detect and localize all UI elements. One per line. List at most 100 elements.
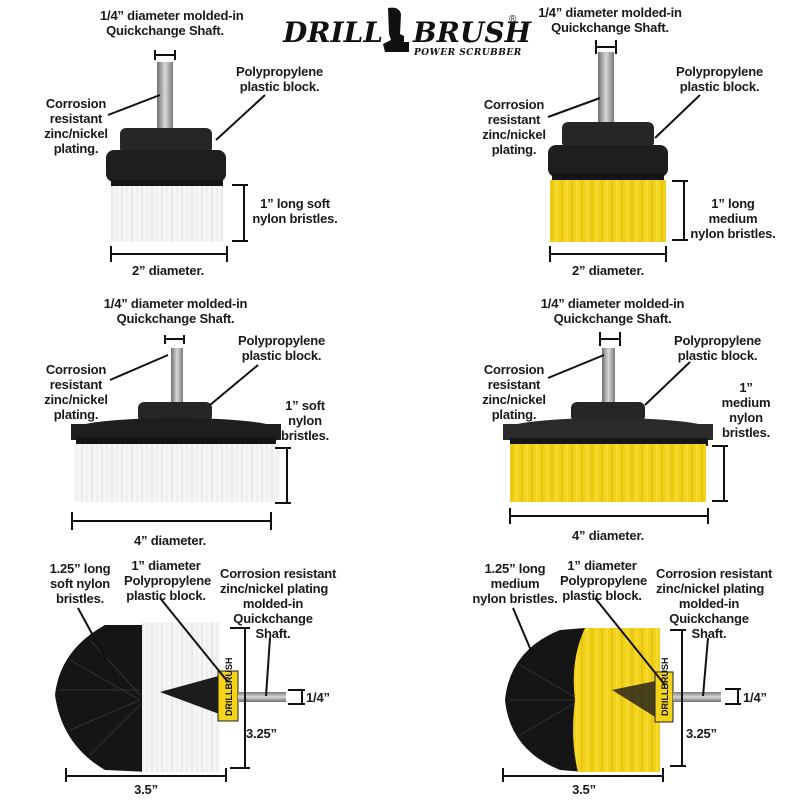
shaft-label: 1/4” diameter molded-in Quickchange Shaf…	[535, 5, 685, 35]
registered-mark: ®	[509, 14, 517, 25]
label-line: nylon	[729, 410, 763, 425]
label-line: resistant	[487, 112, 541, 127]
shaft-size-label: 1/4”	[743, 690, 767, 705]
label-line: Shaft.	[691, 626, 727, 641]
collar-text: DRILLBRUSH	[224, 658, 234, 717]
label-line: Quickchange Shaft.	[106, 23, 224, 38]
label-line: plastic block.	[239, 79, 320, 94]
shaft-label: 1/4” diameter molded-in Quickchange Shaf…	[98, 296, 253, 326]
label-line: Polypropylene	[560, 573, 647, 588]
label-line: Quickchange Shaft.	[553, 311, 672, 326]
label-line: plastic block.	[679, 79, 760, 94]
diameter-label: 2” diameter.	[571, 263, 645, 278]
label-line: soft nylon	[49, 576, 111, 591]
label-line: 1/4” diameter molded-in	[100, 8, 244, 23]
plating-label: Corrosion resistant zinc/nickel plating.	[478, 362, 550, 422]
plating-label: Corrosion resistant zinc/nickel plating.	[40, 362, 112, 422]
label-line: resistant	[49, 377, 103, 392]
label-line: plastic block.	[562, 588, 642, 603]
label-line: plastic block.	[126, 588, 206, 603]
shaft-label: Corrosion resistant zinc/nickel plating …	[220, 566, 336, 641]
label-line: bristles.	[721, 425, 771, 440]
label-line: zinc/nickel plating	[220, 581, 329, 596]
label-line: Corrosion	[45, 362, 107, 377]
label-line: zinc/nickel	[482, 392, 546, 407]
label-line: 1/4” diameter molded-in	[538, 5, 682, 20]
label-line: nylon	[288, 413, 322, 428]
label-line: Corrosion	[483, 362, 545, 377]
plating-label: Corrosion resistant zinc/nickel plating.	[40, 96, 112, 156]
label-line: molded-in	[678, 596, 740, 611]
label-line: zinc/nickel	[44, 126, 108, 141]
shaft-size-label: 1/4”	[306, 690, 330, 705]
label-line: 1/4” diameter molded-in	[540, 296, 685, 311]
label-line: Shaft.	[255, 626, 291, 641]
label-line: Quickchange Shaft.	[551, 20, 669, 35]
label-line: bristles.	[280, 428, 330, 443]
logo-word-brush: BRUSH	[413, 16, 532, 49]
plating-label: Corrosion resistant zinc/nickel plating.	[478, 97, 550, 157]
label-line: Quickchange	[233, 611, 313, 626]
label-line: medium	[721, 395, 771, 410]
label-line: 1” diameter	[131, 558, 201, 573]
label-line: nylon bristles.	[472, 591, 558, 606]
label-line: plating.	[53, 407, 99, 422]
label-line: Quickchange	[669, 611, 749, 626]
width-label: 3.5”	[134, 782, 158, 797]
label-line: 1.25” long	[49, 561, 111, 576]
logo-tagline: POWER SCRUBBER	[414, 48, 522, 58]
label-line: resistant	[49, 111, 103, 126]
shaft-label: 1/4” diameter molded-in Quickchange Shaf…	[100, 8, 244, 38]
diameter-label: 4” diameter.	[571, 528, 645, 543]
label-line: Corrosion	[45, 96, 107, 111]
height-label: 3.25”	[686, 726, 717, 741]
block-label: 1” diameter Polypropylene plastic block.	[560, 558, 647, 603]
label-line: resistant	[487, 377, 541, 392]
bristle-label: 1” soft nylon bristles.	[280, 398, 330, 443]
label-line: Polypropylene	[236, 64, 323, 79]
brush-4in-yellow	[503, 332, 728, 524]
brush-4in-white	[71, 335, 291, 530]
brush-cone-yellow: DRILLBRUSH	[502, 597, 741, 782]
label-line: zinc/nickel	[44, 392, 108, 407]
block-label: 1” diameter Polypropylene plastic block.	[124, 558, 211, 603]
height-label: 3.25”	[246, 726, 277, 741]
shaft-label: Corrosion resistant zinc/nickel plating …	[656, 566, 772, 641]
label-line: plating.	[491, 142, 537, 157]
label-line: 1” soft	[285, 398, 325, 413]
label-line: medium	[490, 576, 540, 591]
logo-word-drill: DRILL	[283, 16, 384, 49]
block-label: Polypropylene plastic block.	[670, 333, 765, 363]
bristle-label: 1” long medium nylon bristles.	[685, 196, 781, 241]
bristle-label: 1.25” long soft nylon bristles.	[40, 561, 120, 606]
diameter-label: 2” diameter.	[131, 263, 205, 278]
label-line: bristles.	[55, 591, 105, 606]
drillbrush-logo: DRILL BRUSH ® POWER SCRUBBER	[283, 6, 531, 58]
label-line: 1.25” long	[484, 561, 546, 576]
collar-text: DRILLBRUSH	[660, 658, 670, 717]
brush-2in-white	[106, 50, 266, 262]
bristle-label: 1” medium nylon bristles.	[716, 380, 776, 440]
drill-silhouette-icon	[383, 7, 409, 53]
label-line: nylon bristles.	[690, 226, 776, 241]
bristle-label: 1” long soft nylon bristles.	[250, 196, 340, 226]
diameter-label: 4” diameter.	[133, 533, 207, 548]
width-label: 3.5”	[572, 782, 596, 797]
label-line: plastic block.	[677, 348, 758, 363]
label-line: 1” long	[711, 196, 755, 211]
label-line: 1” long soft	[260, 196, 330, 211]
label-line: 1”	[739, 380, 753, 395]
label-line: Corrosion	[483, 97, 545, 112]
label-line: Polypropylene	[676, 64, 763, 79]
label-line: 1/4” diameter molded-in	[103, 296, 248, 311]
block-label: Polypropylene plastic block.	[232, 64, 327, 94]
label-line: nylon bristles.	[252, 211, 338, 226]
brush-2in-yellow	[547, 40, 701, 262]
label-line: Polypropylene	[238, 333, 325, 348]
label-line: plating.	[53, 141, 99, 156]
label-line: plating.	[491, 407, 537, 422]
label-line: Quickchange Shaft.	[116, 311, 235, 326]
brush-cone-white: DRILLBRUSH	[55, 597, 305, 782]
label-line: zinc/nickel plating	[656, 581, 765, 596]
